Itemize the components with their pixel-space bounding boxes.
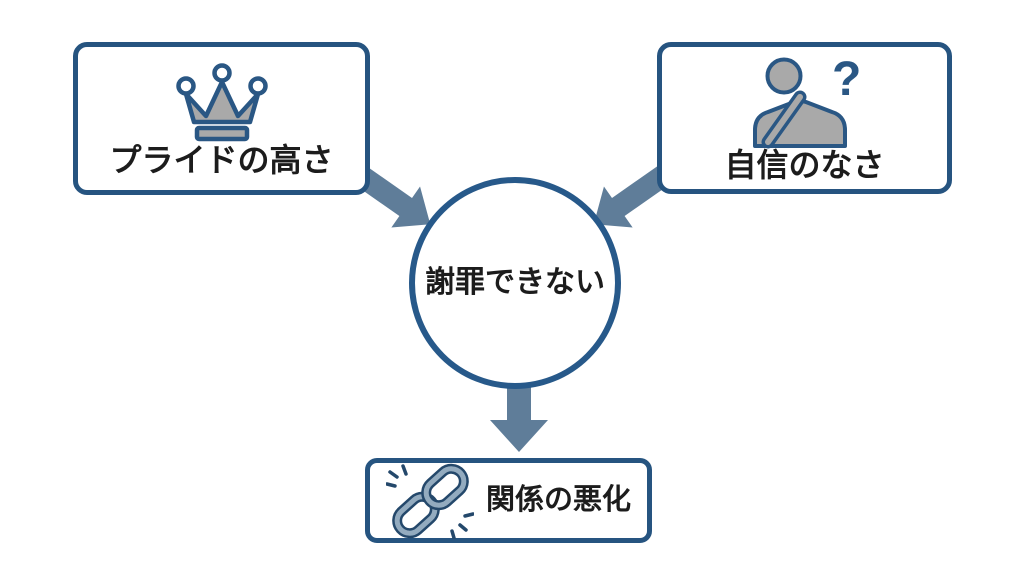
broken-chain-icon — [385, 463, 475, 540]
center-label: 謝罪できない — [425, 266, 605, 299]
thinking-person-icon: ? — [750, 53, 861, 149]
center-circle: 謝罪できない — [409, 177, 621, 389]
cause-confidence-box: ? 自信のなさ — [657, 42, 952, 194]
crown-icon — [170, 62, 274, 142]
cause-pride-box: プライドの高さ — [73, 42, 370, 195]
arrow-center-to-result — [490, 380, 548, 452]
result-label: 関係の悪化 — [485, 484, 631, 516]
cause-pride-label: プライドの高さ — [109, 142, 334, 178]
cause-confidence-label: 自信のなさ — [724, 147, 885, 183]
result-box: 関係の悪化 — [365, 458, 652, 543]
question-mark: ? — [832, 53, 860, 106]
